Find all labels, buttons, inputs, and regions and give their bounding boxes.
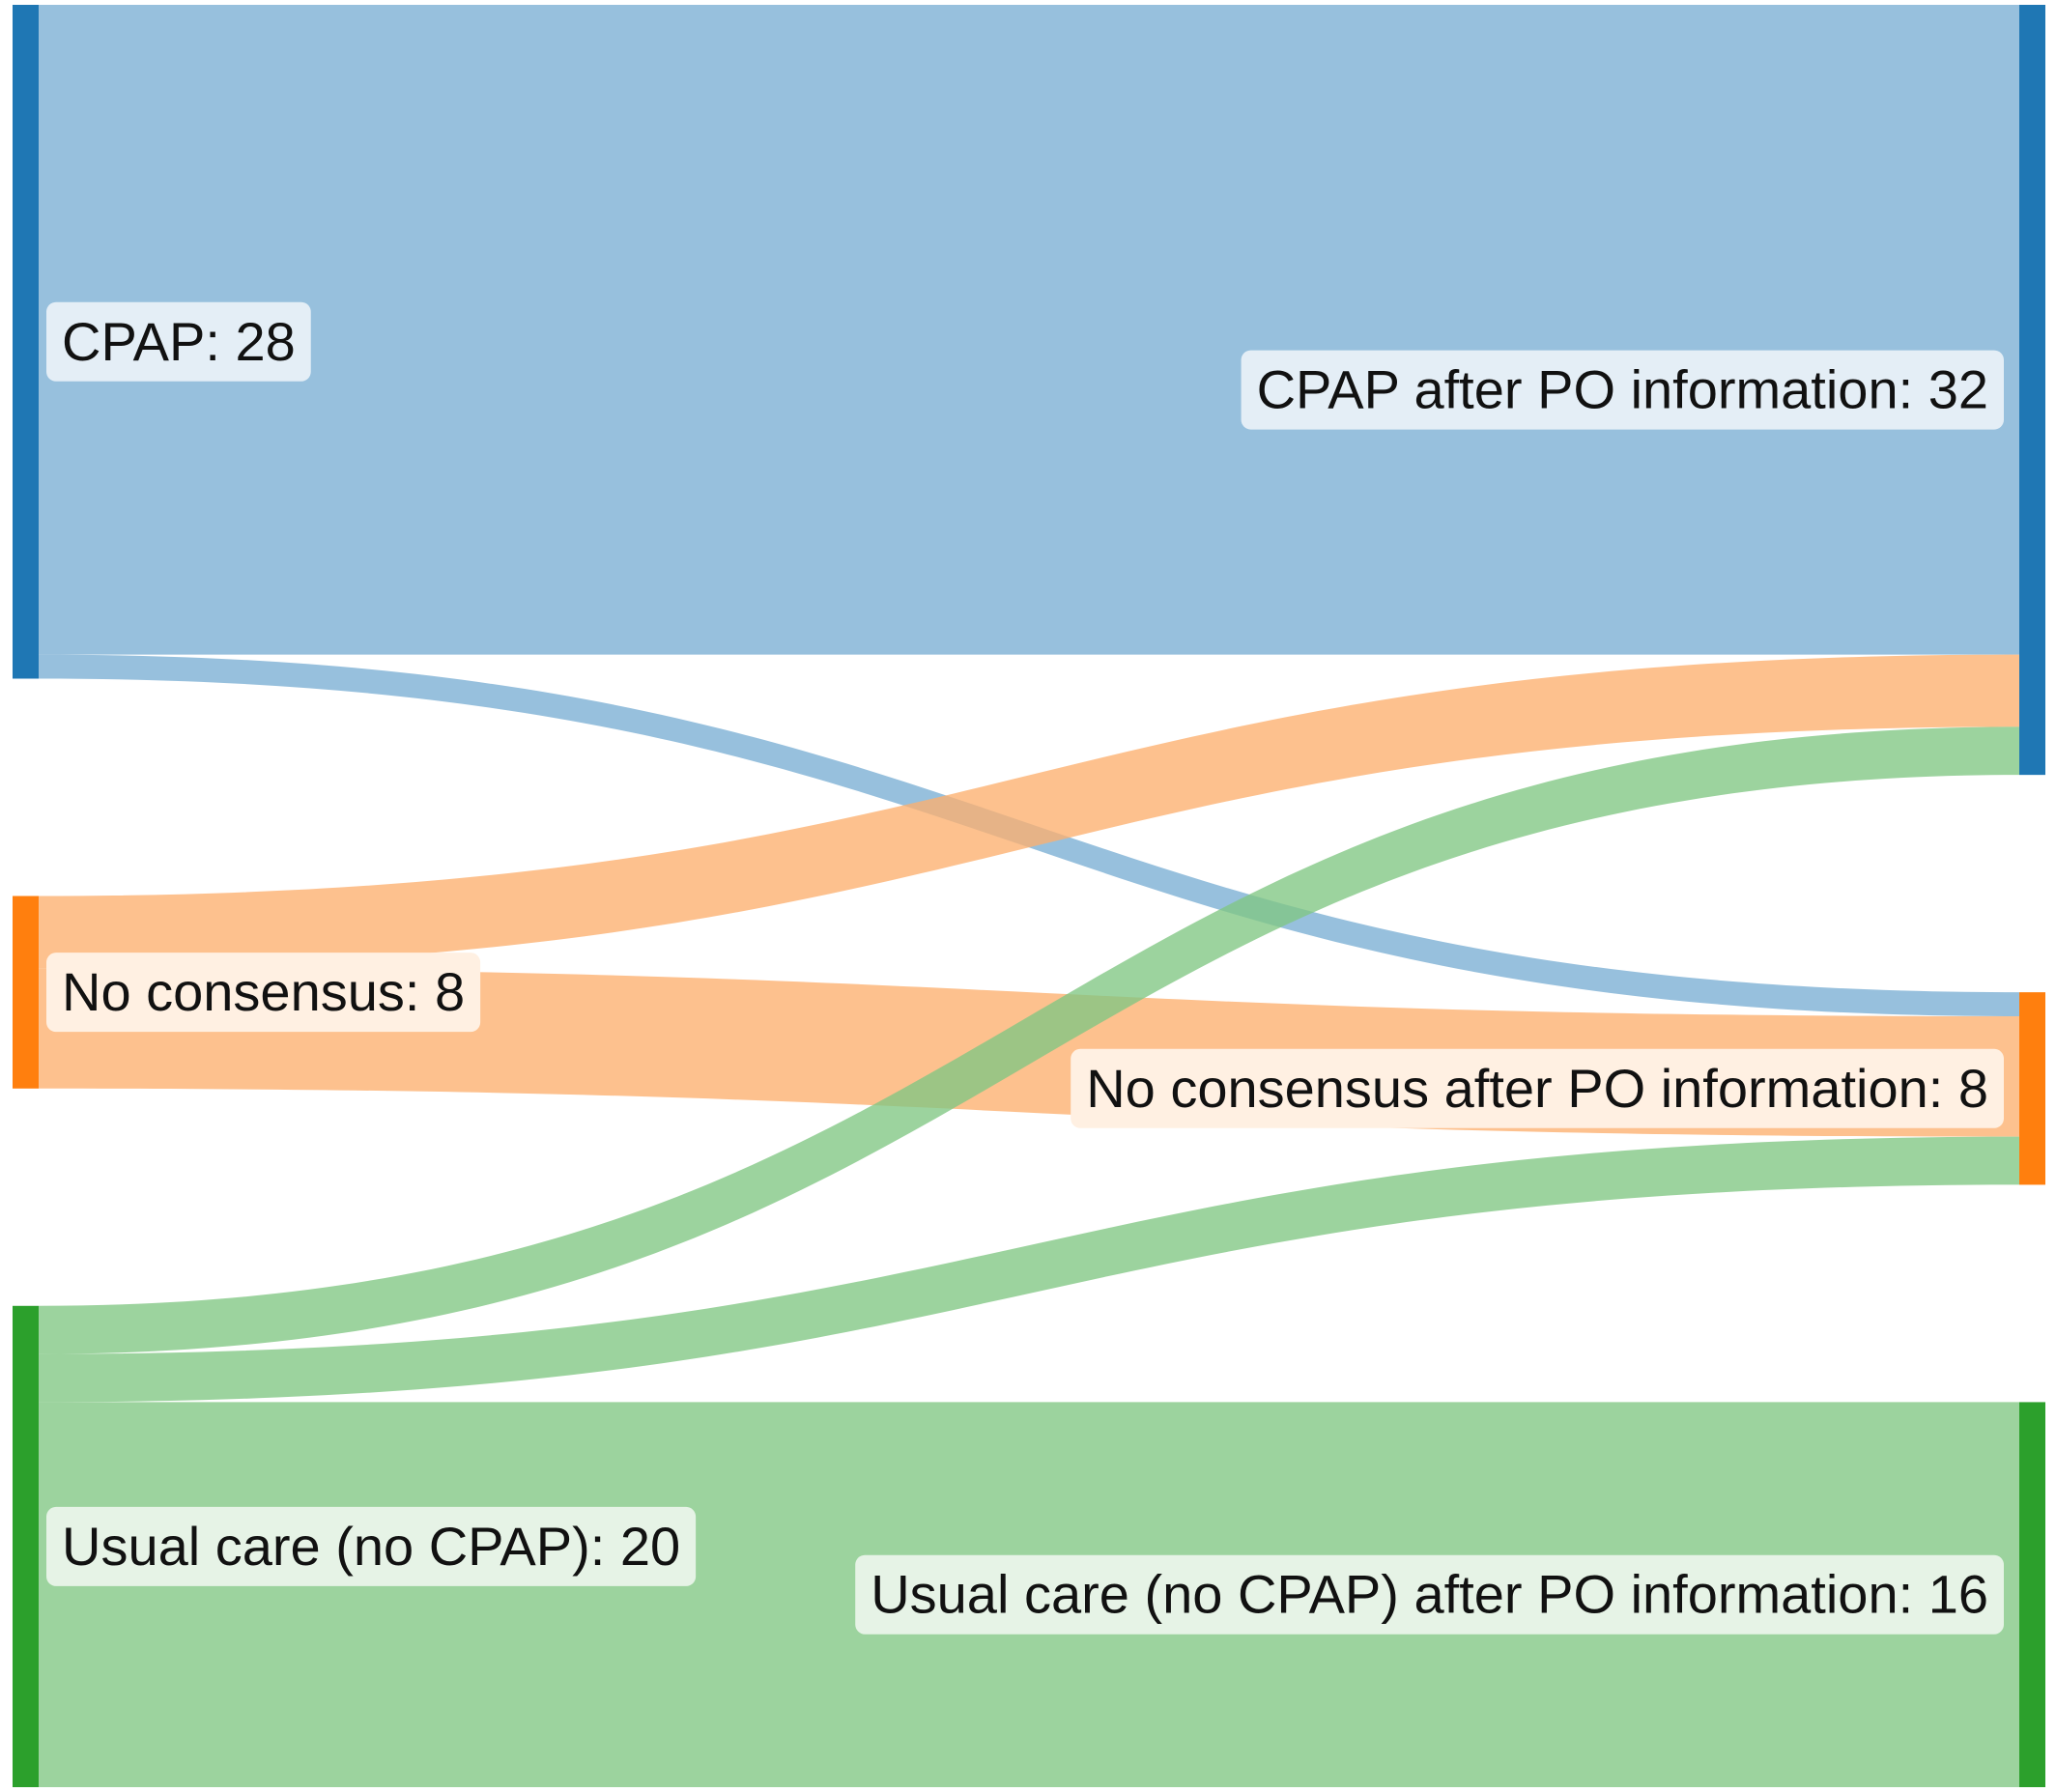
node-cpap_po — [2019, 5, 2045, 776]
node-label-bg-nocons — [46, 953, 481, 1033]
link-nocons-to-cpap_po — [39, 654, 2019, 969]
node-label-cpap: CPAP: 28 — [62, 311, 296, 372]
node-label-nocons: No consensus: 8 — [62, 961, 465, 1022]
node-label-cpap_po: CPAP after PO information: 32 — [1257, 359, 1988, 420]
link-cpap-to-cpap_po — [39, 5, 2019, 655]
link-usual-to-cpap_po — [39, 726, 2019, 1354]
node-nocons_po — [2019, 992, 2045, 1185]
node-usual_po — [2019, 1402, 2045, 1787]
node-label-bg-usual — [46, 1506, 697, 1586]
sankey-nodes — [13, 5, 2045, 1787]
node-nocons — [13, 896, 39, 1089]
node-cpap — [13, 5, 39, 679]
node-label-nocons_po: No consensus after PO information: 8 — [1086, 1058, 1988, 1119]
node-label-bg-cpap — [46, 301, 311, 382]
node-label-usual: Usual care (no CPAP): 20 — [62, 1516, 680, 1577]
sankey-labels: CPAP: 28 No consensus: 8 Usual care (no CP… — [46, 301, 2004, 1635]
link-usual-to-nocons_po — [39, 1136, 2019, 1403]
node-label-bg-nocons_po — [1071, 1048, 2004, 1128]
node-label-bg-usual_po — [855, 1554, 2004, 1635]
node-usual — [13, 1305, 39, 1787]
node-label-usual_po: Usual care (no CPAP) after PO informatio… — [871, 1564, 1988, 1625]
node-label-bg-cpap_po — [1241, 350, 2004, 430]
